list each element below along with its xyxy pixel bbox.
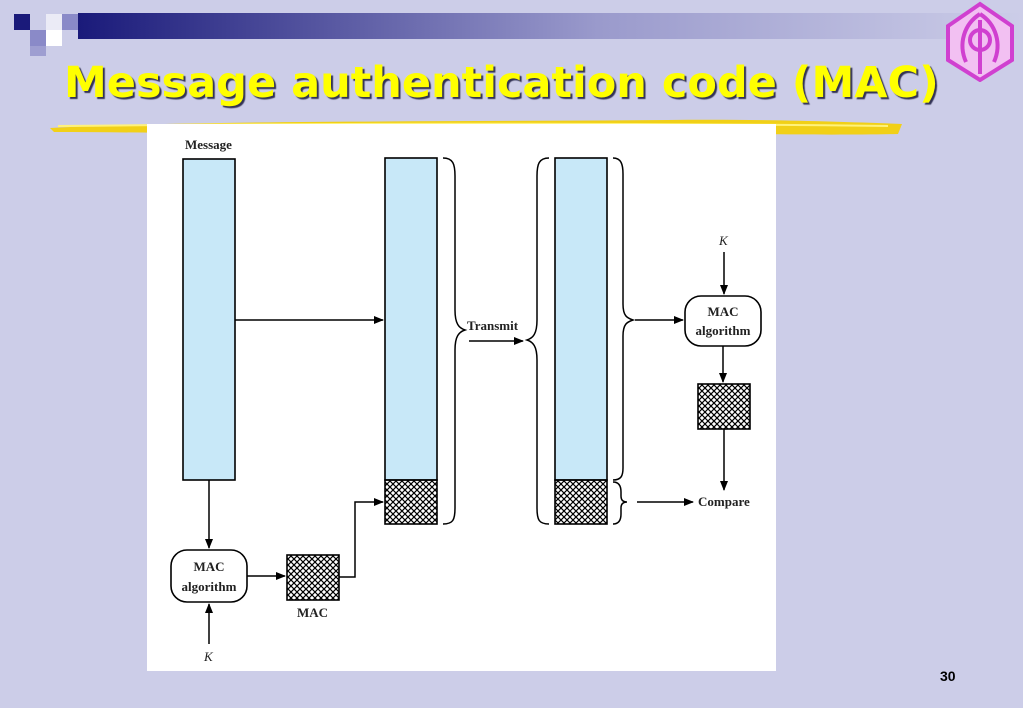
sender-key-label: K <box>203 649 214 664</box>
transmit-label: Transmit <box>467 318 519 333</box>
sender-mac-algorithm <box>170 549 248 603</box>
compare-label: Compare <box>698 494 750 509</box>
mac-diagram: Message Transmit K MAC algorithm <box>147 124 776 671</box>
transmit-brace-right <box>442 157 468 525</box>
receiver-key-label: K <box>718 233 729 248</box>
received-mac-block <box>554 479 608 525</box>
university-seal-icon <box>946 1 1014 82</box>
message-block <box>182 158 236 481</box>
receive-brace-left <box>524 157 550 525</box>
transmitted-message-block <box>384 157 438 481</box>
sender-mac-algorithm-line1: MAC <box>193 559 224 574</box>
appended-mac-block <box>384 479 438 525</box>
header-decoration <box>14 13 1023 56</box>
sender-mac-label: MAC <box>297 605 328 620</box>
received-mac-brace <box>612 481 628 525</box>
received-message-brace <box>612 157 636 481</box>
sender-mac-block <box>286 554 340 601</box>
sender-mac-algorithm-line2: algorithm <box>182 579 237 594</box>
receiver-mac-algorithm-line2: algorithm <box>696 323 751 338</box>
slide-title: Message authentication code (MAC) <box>64 58 939 108</box>
received-message-block <box>554 157 608 481</box>
page-number: 30 <box>940 668 956 684</box>
receiver-mac-algorithm-line1: MAC <box>707 304 738 319</box>
receiver-computed-mac-block <box>697 383 751 430</box>
message-label: Message <box>185 137 232 152</box>
mac-append-arrow <box>339 498 384 578</box>
